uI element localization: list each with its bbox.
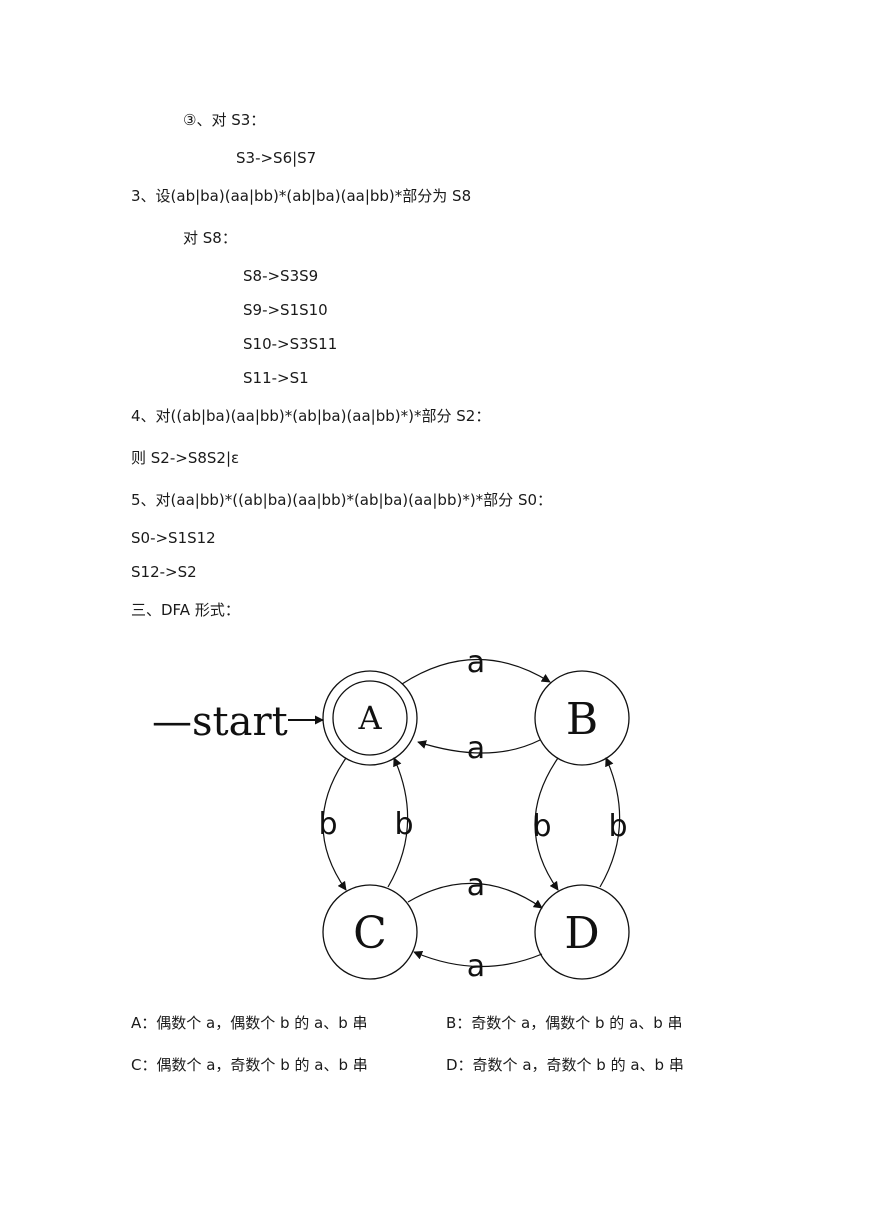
dfa-diagram: —start A B C D a a b b b b a a bbox=[152, 645, 630, 984]
edge-a-to-b-label: a bbox=[467, 645, 485, 680]
state-a: A bbox=[322, 670, 418, 766]
edge-a-to-b bbox=[401, 658, 551, 685]
edge-b-to-a bbox=[417, 739, 541, 754]
text-line-s3-production: S3->S6|S7 bbox=[236, 149, 317, 167]
edge-b-to-d-label: b bbox=[532, 809, 551, 844]
text-line-dfa-heading: 三、DFA 形式： bbox=[131, 601, 240, 619]
legend-state-d: D：奇数个 a，奇数个 b 的 a、b 串 bbox=[446, 1056, 684, 1074]
state-c-label: C bbox=[353, 908, 387, 959]
legend-state-c: C：偶数个 a，奇数个 b 的 a、b 串 bbox=[131, 1056, 368, 1074]
edge-c-to-a-label: b bbox=[394, 807, 413, 842]
edge-d-to-c-label: a bbox=[467, 949, 485, 984]
text-line-s12-production: S12->S2 bbox=[131, 563, 197, 581]
state-b-label: B bbox=[566, 694, 598, 745]
text-line-step-3: 3、设(ab|ba)(aa|bb)*(ab|ba)(aa|bb)*部分为 S8 bbox=[131, 187, 472, 205]
text-line-step-4: 4、对((ab|ba)(aa|bb)*(ab|ba)(aa|bb)*)*部分 S… bbox=[131, 407, 491, 425]
edge-b-to-a-label: a bbox=[467, 731, 485, 766]
state-d-label: D bbox=[564, 908, 599, 959]
text-line-s9-production: S9->S1S10 bbox=[243, 301, 328, 319]
text-line-s10-production: S10->S3S11 bbox=[243, 335, 338, 353]
edge-b-to-d bbox=[534, 757, 559, 891]
text-line-s11-production: S11->S1 bbox=[243, 369, 309, 387]
legend-state-b: B：奇数个 a，偶数个 b 的 a、b 串 bbox=[446, 1014, 683, 1032]
text-line-s3-header: ③、对 S3： bbox=[183, 111, 266, 129]
text-line-s8-header: 对 S8： bbox=[183, 229, 237, 247]
edge-a-to-c-label: b bbox=[318, 807, 337, 842]
edge-c-to-d bbox=[407, 882, 543, 909]
state-d: D bbox=[534, 884, 630, 980]
state-c: C bbox=[322, 884, 418, 980]
state-b: B bbox=[534, 670, 630, 766]
state-a-label: A bbox=[357, 699, 382, 737]
edge-d-to-c bbox=[413, 951, 543, 968]
edge-a-to-c bbox=[322, 757, 347, 891]
text-line-s0-production: S0->S1S12 bbox=[131, 529, 216, 547]
edge-c-to-d-label: a bbox=[467, 868, 485, 903]
edge-d-to-b-label: b bbox=[608, 809, 627, 844]
legend-state-a: A：偶数个 a，偶数个 b 的 a、b 串 bbox=[131, 1014, 368, 1032]
edge-d-to-b bbox=[599, 757, 621, 888]
edge-c-to-a bbox=[387, 757, 409, 888]
start-label: —start bbox=[152, 699, 288, 745]
text-line-s8-production: S8->S3S9 bbox=[243, 267, 319, 285]
text-line-s2-production: 则 S2->S8S2|ε bbox=[131, 449, 240, 467]
text-line-step-5: 5、对(aa|bb)*((ab|ba)(aa|bb)*(ab|ba)(aa|bb… bbox=[131, 491, 553, 509]
